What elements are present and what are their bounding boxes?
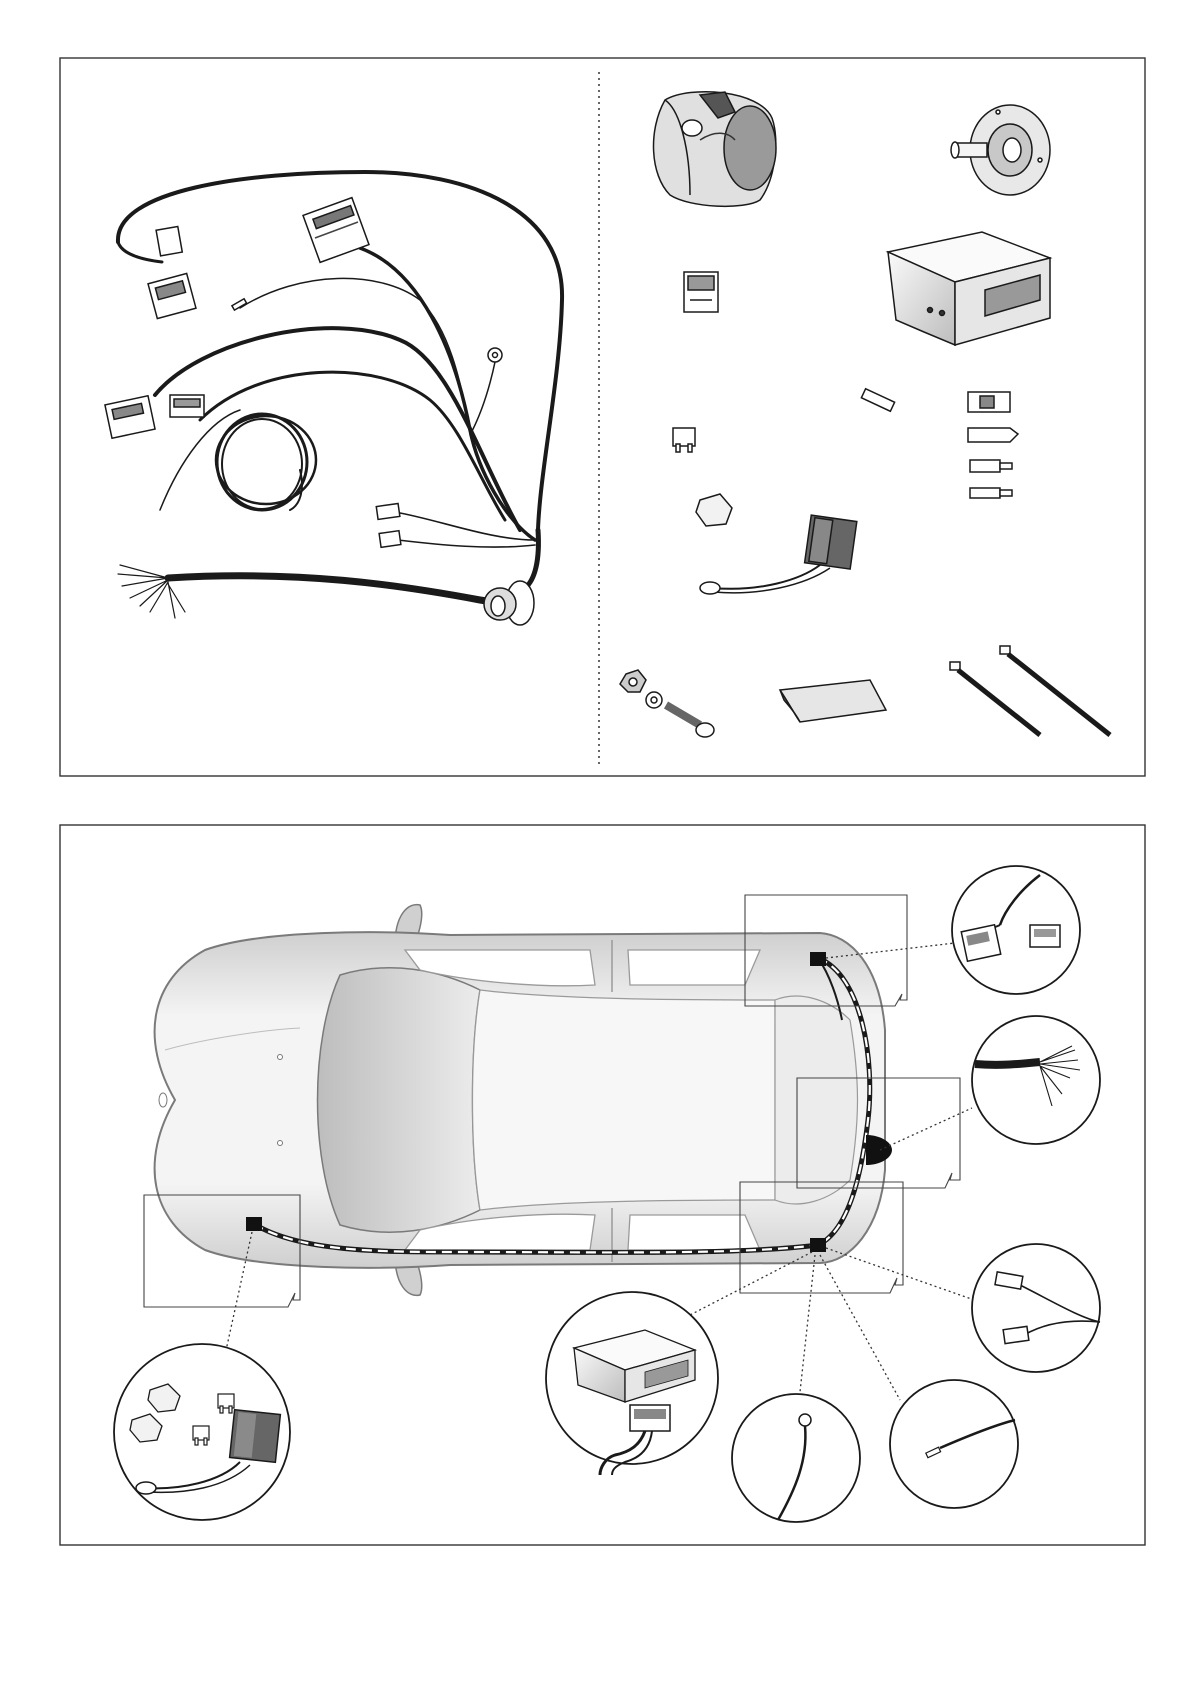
flat-terminal-icon [970,460,1012,498]
harness-connector-left-icon [105,395,204,438]
relay-icon [684,272,718,312]
rear-window [775,996,858,1204]
kit-contents-panel [60,58,1145,776]
harness-plug-pair-icon [148,226,196,318]
fuse-holder-icon [230,1410,281,1463]
front-badge [159,1093,167,1107]
car-top-view [155,905,885,1296]
mini-fuse-icon [673,428,695,452]
callout-socket-harness [972,1016,1100,1144]
eyelet-terminal-icon [488,348,502,362]
butt-connector-icon [861,389,894,412]
rubber-grommet-icon [951,105,1050,195]
accessories [620,92,1110,737]
callout-front-fusebox [114,1344,290,1520]
bonnet-mark-top [278,1055,283,1060]
cable-tie-icon [950,646,1110,735]
spade-terminal-icon [232,299,247,310]
bolt-nut-washer-icon [620,670,714,737]
callout-rear-connector [952,866,1080,994]
installation-panel [60,825,1145,1545]
side-window-top-rear [628,950,760,985]
callout-spare-wire [890,1380,1018,1508]
control-module-icon [888,232,1050,345]
roof [473,990,776,1210]
callout-side-connectors [972,1244,1100,1372]
side-connector-marker [810,1238,826,1252]
adhesive-pad-icon [696,494,732,526]
tow-socket-marker [866,1135,892,1165]
harness-connectors [105,198,534,625]
harness-grommet-icon [484,581,534,625]
callout-ground-eyelet [732,1394,860,1522]
connector-housing-icon [968,392,1018,442]
adhesive-sheet-icon [780,680,886,722]
windshield [318,968,481,1232]
socket-13pin-icon [654,92,776,207]
ground-lead-icon [700,515,857,594]
bullet-connectors-icon [376,504,401,548]
callout-control-module [546,1292,718,1475]
rear-connector-marker [810,952,826,966]
front-connector-marker [246,1217,262,1231]
harness-connector-large-icon [303,198,369,263]
bonnet-mark-bottom [278,1141,283,1146]
